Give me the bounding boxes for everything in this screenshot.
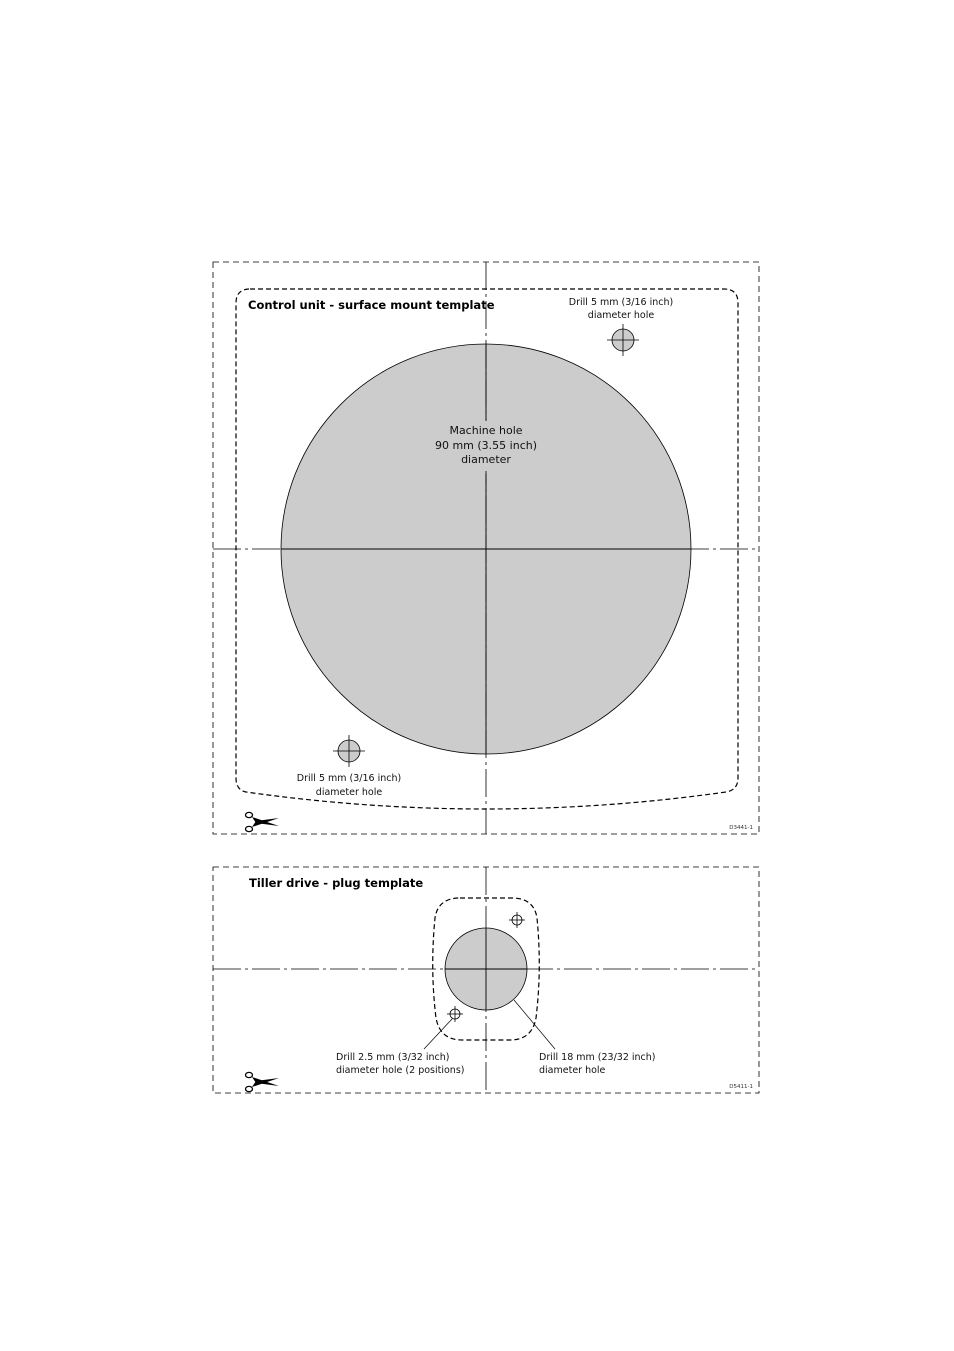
machine-hole-label-line2: 90 mm (3.55 inch): [435, 439, 537, 452]
top-hole-label-line1: Drill 5 mm (3/16 inch): [569, 297, 673, 308]
top-drill-hole: [607, 324, 639, 356]
template-outline: [235, 288, 739, 810]
scissors-icon: [244, 1071, 279, 1093]
small-hole-label-line2: diameter hole (2 positions): [336, 1065, 464, 1076]
drawing-code: D3441-1: [729, 825, 753, 831]
bottom-drill-hole: [333, 735, 365, 767]
bottom-hole-label-line2: diameter hole: [316, 787, 383, 798]
bottom-hole-label-line1: Drill 5 mm (3/16 inch): [297, 773, 401, 784]
small-drill-hole-top: [509, 912, 525, 928]
tiller-drive-template: Tiller drive - plug template Drill 2.5 m…: [212, 866, 760, 1094]
drawing-code: D5411-1: [729, 1084, 753, 1090]
small-drill-hole-bottom: [447, 1006, 463, 1022]
large-hole-label-line1: Drill 18 mm (23/32 inch): [539, 1052, 656, 1063]
control-unit-template: Control unit - surface mount template Dr…: [212, 261, 760, 835]
small-hole-leader: [423, 1018, 453, 1050]
plug-outline: [432, 897, 540, 1041]
small-hole-label-line1: Drill 2.5 mm (3/32 inch): [336, 1052, 450, 1063]
scissors-icon: [244, 811, 279, 833]
large-hole-label-line2: diameter hole: [539, 1065, 606, 1076]
machine-hole-label-line3: diameter: [461, 453, 511, 466]
top-hole-label-line2: diameter hole: [588, 310, 655, 321]
machine-hole-label-line1: Machine hole: [449, 424, 522, 437]
tiller-drive-title: Tiller drive - plug template: [249, 876, 423, 890]
large-hole-leader: [513, 999, 556, 1050]
control-unit-title: Control unit - surface mount template: [248, 298, 495, 312]
